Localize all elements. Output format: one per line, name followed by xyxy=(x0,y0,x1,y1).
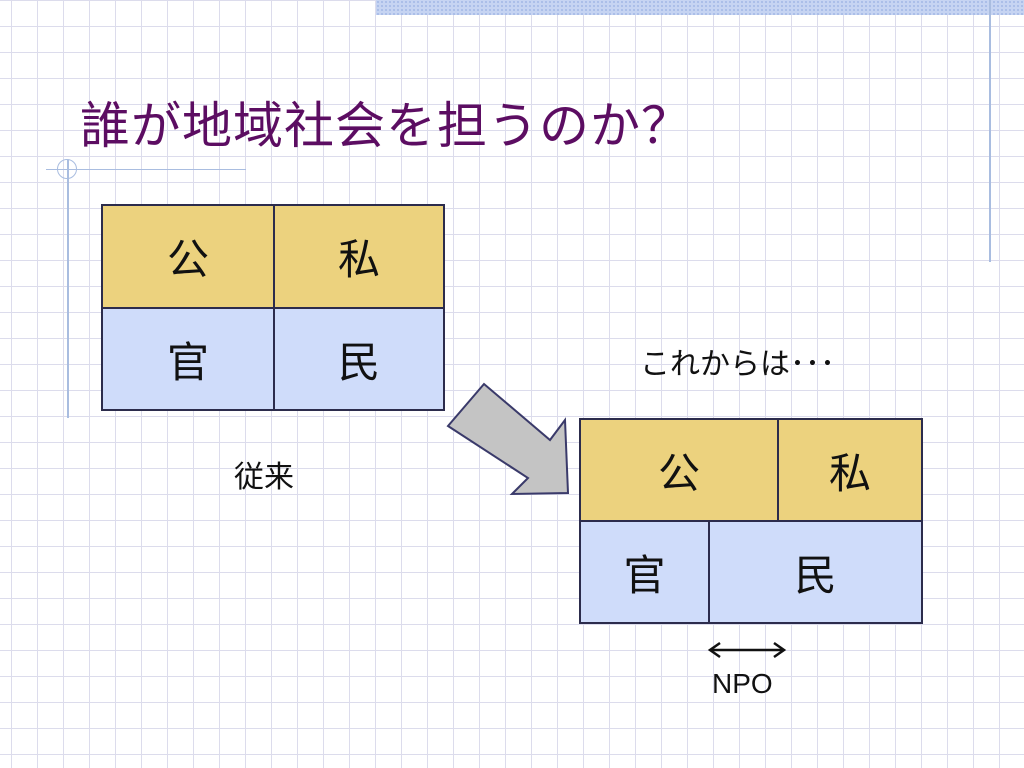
before-public-cell: 公 xyxy=(103,206,273,307)
after-table: 公 私 官 民 xyxy=(579,418,923,624)
after-lower-column-divider xyxy=(708,522,710,622)
npo-label: NPO xyxy=(712,668,773,699)
before-private-cell: 私 xyxy=(275,206,443,307)
after-private-cell: 私 xyxy=(779,420,921,520)
decorative-circle xyxy=(57,159,77,179)
after-public-cell: 公 xyxy=(581,420,777,520)
slide-title: 誰が地域社会を担うのか？ xyxy=(80,97,692,155)
before-column-divider xyxy=(273,206,275,409)
double-arrow-icon xyxy=(707,641,787,659)
before-people-cell: 民 xyxy=(275,309,443,409)
before-government-cell: 官 xyxy=(103,309,273,409)
after-caption: これからは･･･ xyxy=(640,347,835,382)
before-caption: 従来 xyxy=(234,460,294,495)
decorative-top-bar xyxy=(376,0,1024,15)
decorative-right-line xyxy=(989,0,991,262)
after-government-cell: 官 xyxy=(581,522,708,622)
after-row-divider xyxy=(581,520,921,522)
after-upper-column-divider xyxy=(777,420,779,520)
right-down-arrow-icon xyxy=(446,382,570,496)
decorative-title-rule xyxy=(46,169,246,170)
after-people-cell: 民 xyxy=(710,522,921,622)
before-table: 公 私 官 民 xyxy=(101,204,445,411)
decorative-left-line xyxy=(67,160,69,418)
